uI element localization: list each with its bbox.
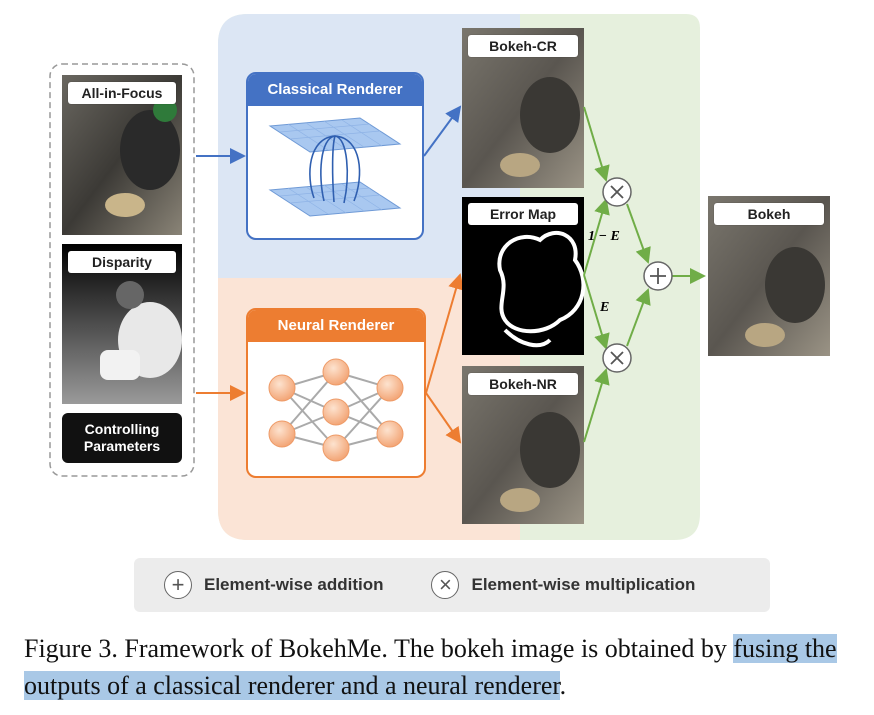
neural-network-illustration [268,358,404,462]
all-in-focus-label: All-in-Focus [68,82,176,104]
caption-prefix: Figure 3. Framework of BokehMe. The boke… [24,634,734,663]
input-group [49,63,195,477]
neural-renderer-card: Neural Renderer [246,308,426,478]
plus-circle-icon: + [164,571,192,599]
legend: + Element-wise addition × Element-wise m… [134,558,770,612]
legend-addition: + Element-wise addition [164,571,383,599]
multiply-top-icon [602,177,632,207]
neural-renderer-title: Neural Renderer [248,310,424,342]
fusion-arrows [583,106,706,443]
bokeh-output-label: Bokeh [714,203,824,225]
bokeh-nr-label: Bokeh-NR [468,373,578,395]
add-icon [643,261,673,291]
legend-addition-text: Element-wise addition [204,575,384,594]
controlling-parameters-box: Controlling Parameters [62,413,182,463]
multiply-bottom-icon [602,343,632,373]
times-circle-icon: × [431,571,460,599]
legend-multiplication: × Element-wise multiplication [431,571,695,599]
classical-renderer-title: Classical Renderer [248,74,422,106]
figure-caption: Figure 3. Framework of BokehMe. The boke… [24,630,854,704]
weight-e: E [600,300,610,315]
error-map-label: Error Map [468,203,578,225]
classical-renderer-card: Classical Renderer [246,72,424,240]
weight-one-minus-e: 1 − E [588,229,620,244]
caption-suffix: . [559,671,567,700]
legend-multiplication-text: Element-wise multiplication [471,575,696,594]
disparity-label: Disparity [68,251,176,273]
bokeh-cr-label: Bokeh-CR [468,35,578,57]
classical-renderer-illustration [268,117,402,217]
